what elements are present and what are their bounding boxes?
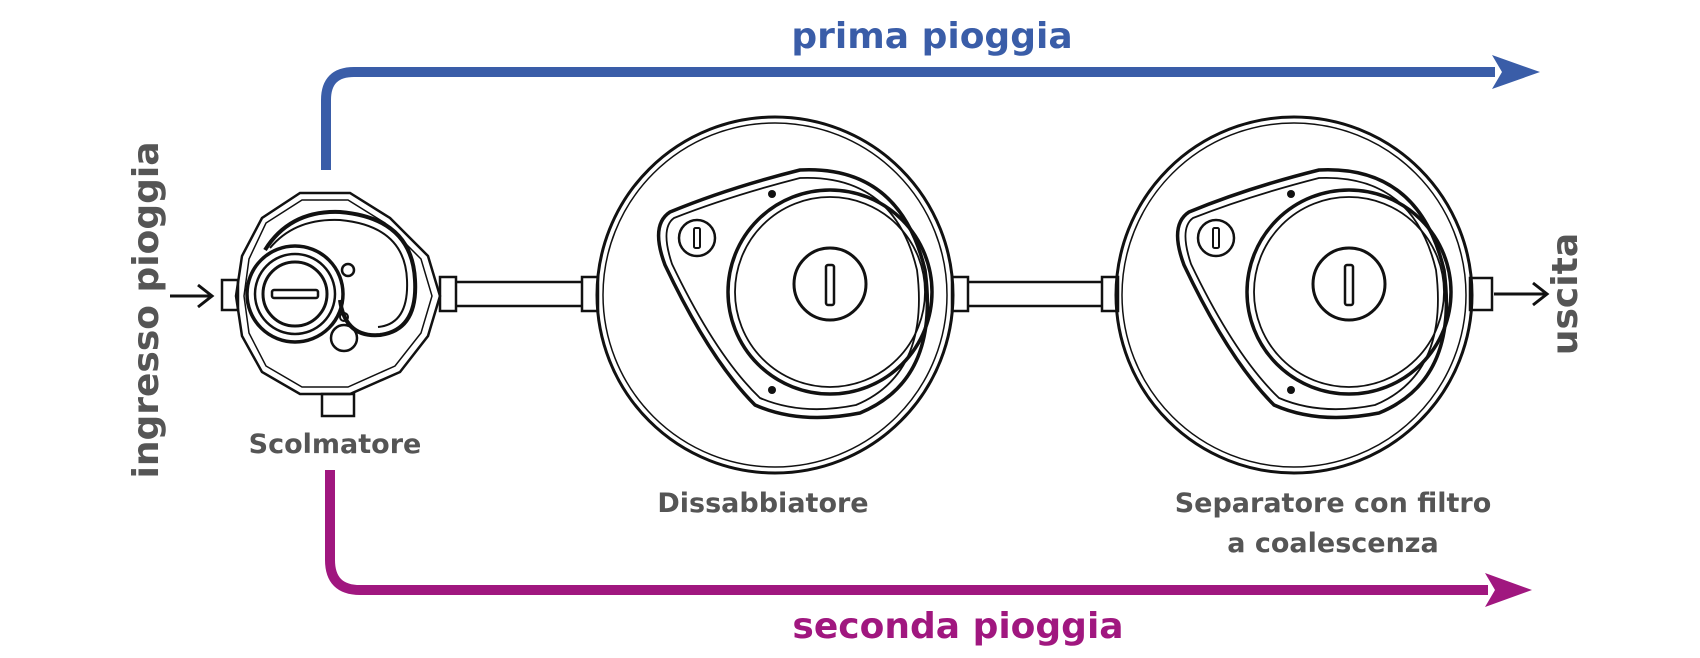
separatore-small-cap xyxy=(1196,218,1236,258)
scolmatore-cover-outer xyxy=(245,244,345,344)
uscita-label: uscita xyxy=(1545,233,1586,355)
separatore-label-line2: a coalescenza xyxy=(1227,528,1439,559)
separatore-outlet-nozzle xyxy=(1468,276,1494,312)
prima-pioggia-arrowhead xyxy=(1492,55,1540,89)
scolmatore-label: Scolmatore xyxy=(249,429,422,460)
separatore-outer-ring-inner xyxy=(1121,122,1467,468)
scolmatore-spiral xyxy=(263,209,418,338)
scolmatore xyxy=(220,191,442,418)
scolmatore-bottom-nozzle xyxy=(320,392,356,418)
separatore-teardrop-inner xyxy=(1184,177,1439,411)
dissabbiatore-center-cap xyxy=(792,246,868,322)
scolmatore-cover-mid xyxy=(253,252,337,336)
dissabbiatore-outer-ring-inner xyxy=(602,122,948,468)
scolmatore-cover-inner xyxy=(261,260,329,328)
ingresso-pioggia-label: ingresso pioggia xyxy=(126,141,167,478)
separatore-bolt-2 xyxy=(1287,386,1295,394)
seconda-pioggia-flow xyxy=(325,470,1532,607)
scolmatore-hole-3 xyxy=(329,323,359,353)
separatore-outer-ring xyxy=(1114,115,1474,475)
dissabbiatore-bolt-2 xyxy=(768,386,776,394)
dissabbiatore-manhole-outer xyxy=(726,188,934,396)
separatore-center-cap xyxy=(1311,246,1387,322)
separatore-manhole-inner xyxy=(1253,196,1445,388)
scolmatore-body xyxy=(234,191,442,396)
separatore xyxy=(1114,115,1494,475)
dissabbiatore-manhole-inner xyxy=(734,196,926,388)
scolmatore-hole-2 xyxy=(339,312,349,322)
seconda-pioggia-label: seconda pioggia xyxy=(792,606,1123,647)
dissabbiatore xyxy=(595,115,955,475)
pipe-1 xyxy=(438,275,600,313)
dissabbiatore-teardrop-cover xyxy=(656,168,930,420)
scolmatore-hole-1 xyxy=(340,262,356,278)
dissabbiatore-bolt-1 xyxy=(768,190,776,198)
dissabbiatore-label: Dissabbiatore xyxy=(657,488,868,519)
scolmatore-cover-handle xyxy=(270,288,320,300)
separatore-center-handle xyxy=(1343,263,1355,307)
separatore-small-handle xyxy=(1212,227,1220,249)
separatore-bolt-1 xyxy=(1287,190,1295,198)
separatore-manhole-outer xyxy=(1245,188,1453,396)
pipe-2 xyxy=(950,275,1120,313)
scolmatore-spiral-inner xyxy=(269,218,409,328)
dissabbiatore-center-handle xyxy=(824,263,836,307)
scolmatore-inlet-nozzle xyxy=(220,278,240,312)
dissabbiatore-outer-ring xyxy=(595,115,955,475)
prima-pioggia-flow xyxy=(321,55,1540,170)
prima-pioggia-line xyxy=(321,67,1495,170)
dissabbiatore-small-cap xyxy=(677,218,717,258)
seconda-pioggia-line xyxy=(325,470,1488,595)
outlet-arrow-icon xyxy=(1494,281,1550,307)
dissabbiatore-small-handle xyxy=(693,227,701,249)
separatore-label-line1: Separatore con filtro xyxy=(1175,488,1492,519)
inlet-arrow-icon xyxy=(170,283,215,309)
prima-pioggia-label: prima pioggia xyxy=(791,16,1072,57)
separatore-teardrop-cover xyxy=(1175,168,1449,420)
seconda-pioggia-arrowhead xyxy=(1485,573,1532,607)
dissabbiatore-teardrop-inner xyxy=(665,177,920,411)
